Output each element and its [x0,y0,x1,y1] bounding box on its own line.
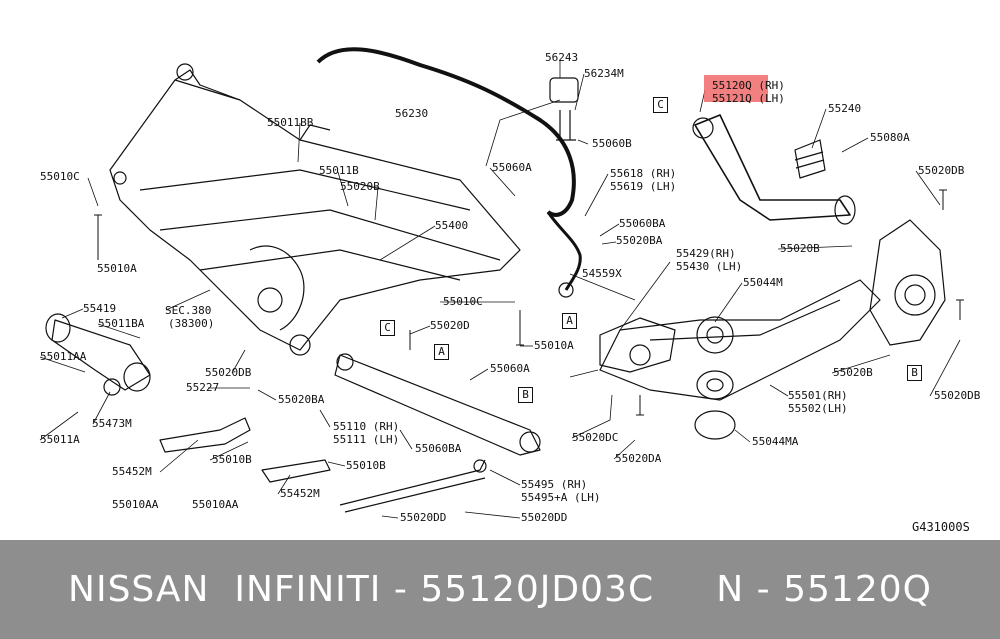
part-label: 55060BA [415,442,462,455]
part-label: 55121Q (LH) [712,92,785,105]
figure-code: G431000S [912,520,970,534]
part-label: 55011B [319,164,359,177]
part-label: 55020B [340,180,380,193]
part-label: SEC.380 [165,304,212,317]
part-label: 55619 (LH) [610,180,677,193]
reference-box: A [434,344,449,360]
part-label: 55227 [186,381,220,394]
part-label: 55011A [40,433,80,446]
part-label: 55020DD [400,511,447,524]
part-label: 55010AA [192,498,239,511]
part-label: 55020DB [918,164,965,177]
part-label: 55010C [40,170,80,183]
footer-part-number: NISSAN INFINITI - 55120JD03C N - 55120Q [68,569,932,610]
part-label: 55120Q (RH) [712,79,785,92]
part-label: 55020B [833,366,873,379]
part-label: 55020DC [572,431,619,444]
part-label: (38300) [168,317,215,330]
reference-box: B [907,365,922,381]
part-label: 55060BA [619,217,666,230]
part-label: 55240 [828,102,862,115]
part-label: 55020DB [934,389,981,402]
part-label: 55020D [430,319,470,332]
part-label: 55429(RH) [676,247,736,260]
part-label: 55010B [346,459,386,472]
rear-subframe [109,79,521,351]
rear-suspension-drawing [39,47,964,519]
part-label: 55011BB [267,116,314,129]
part-label: 56243 [545,51,579,64]
part-label: 55010B [212,453,252,466]
part-label: 55060A [490,362,530,375]
part-label: 55452M [280,487,320,500]
toe-link [339,459,486,513]
part-label: 56234M [584,67,624,80]
part-label: 55020DB [205,366,252,379]
part-label: 55419 [83,302,117,315]
part-label: 55020B [780,242,820,255]
part-label: 55010A [97,262,137,275]
upper-link-55120q [694,114,851,221]
reference-box: B [518,387,533,403]
part-label: 55060A [492,161,532,174]
footer-bar: NISSAN INFINITI - 55120JD03C N - 55120Q [0,540,1000,639]
part-label: 55044M [743,276,783,289]
part-label: 55044MA [752,435,799,448]
part-label: 55110 (RH) [333,420,400,433]
part-label: 55011AA [40,350,87,363]
part-label: 55020BA [616,234,663,247]
part-label: 56230 [395,107,429,120]
part-label: 55473M [92,417,132,430]
part-label: 55020DA [615,452,662,465]
reference-box: C [380,320,395,336]
part-label: 55060B [592,137,632,150]
part-label: 55111 (LH) [333,433,400,446]
part-label: 55618 (RH) [610,167,677,180]
reference-box: A [562,313,577,329]
part-label: 55010C [443,295,483,308]
reference-box: C [653,97,668,113]
part-label: 55495+A (LH) [521,491,601,504]
knuckle [869,219,946,346]
part-label: 55080A [870,131,910,144]
part-label: 55020BA [278,393,325,406]
part-label: 55452M [112,465,152,478]
part-label: 55501(RH) [788,389,848,402]
part-label: 55430 (LH) [676,260,743,273]
part-label: 55010A [534,339,574,352]
part-label: 55502(LH) [788,402,848,415]
part-label: 55495 (RH) [521,478,588,491]
part-label: 55010AA [112,498,159,511]
lower-arm-55501 [599,279,881,401]
highlight-part-55120q [704,75,768,102]
part-label: 55011BA [98,317,145,330]
part-label: 54559X [582,267,622,280]
part-label: 55020DD [521,511,568,524]
part-label: 55400 [435,219,469,232]
